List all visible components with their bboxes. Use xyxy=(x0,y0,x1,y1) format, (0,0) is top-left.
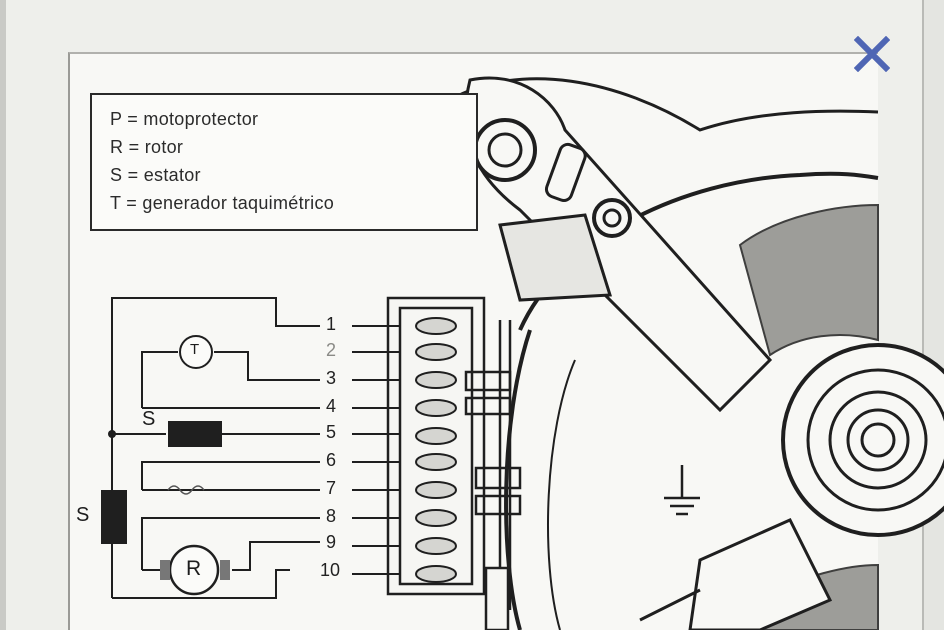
wiring-lines xyxy=(111,297,400,599)
rotor-hub xyxy=(781,343,944,537)
tachometer-symbol xyxy=(179,335,213,369)
left-scan-edge xyxy=(0,0,6,630)
legend-box: P = motoprotector R = rotor S = estator … xyxy=(90,93,478,231)
close-icon xyxy=(854,36,890,72)
stator-winding-vertical xyxy=(101,490,127,544)
legend-line-motoprotector: P = motoprotector xyxy=(110,109,259,129)
stator-winding-horizontal xyxy=(168,421,222,447)
terminal-label-6: 6 xyxy=(326,450,337,470)
terminal-label-4: 4 xyxy=(326,396,337,416)
ground-icon xyxy=(664,465,700,516)
terminal-label-3: 3 xyxy=(326,368,337,388)
tachometer-letter: T xyxy=(190,341,200,358)
terminal-label-10: 10 xyxy=(320,560,341,580)
rotor-letter: R xyxy=(186,557,202,580)
lower-spoke xyxy=(639,518,833,630)
legend-line-rotor: R = rotor xyxy=(110,137,184,157)
terminal-label-2: 2 xyxy=(326,340,337,360)
legend-line-stator: S = estator xyxy=(110,165,201,185)
terminal-label-5: 5 xyxy=(326,422,337,442)
terminal-label-1: 1 xyxy=(326,314,337,334)
motoprotector-symbol xyxy=(167,485,205,495)
terminal-contacts xyxy=(415,317,457,583)
terminal-label-8: 8 xyxy=(326,506,337,526)
rotor-brush-left xyxy=(160,560,170,580)
junction-dot xyxy=(108,430,116,438)
rotor-brush-right xyxy=(220,560,230,580)
terminal-label-9: 9 xyxy=(326,532,337,552)
close-button[interactable] xyxy=(846,28,898,80)
terminal-label-7: 7 xyxy=(326,478,337,498)
connector-leads xyxy=(464,320,522,630)
stator-top-letter: S xyxy=(142,408,156,430)
legend-line-tachometer: T = generador taquimétrico xyxy=(110,193,335,213)
mounting-arm xyxy=(464,76,773,413)
stator-side-letter: S xyxy=(76,504,90,526)
